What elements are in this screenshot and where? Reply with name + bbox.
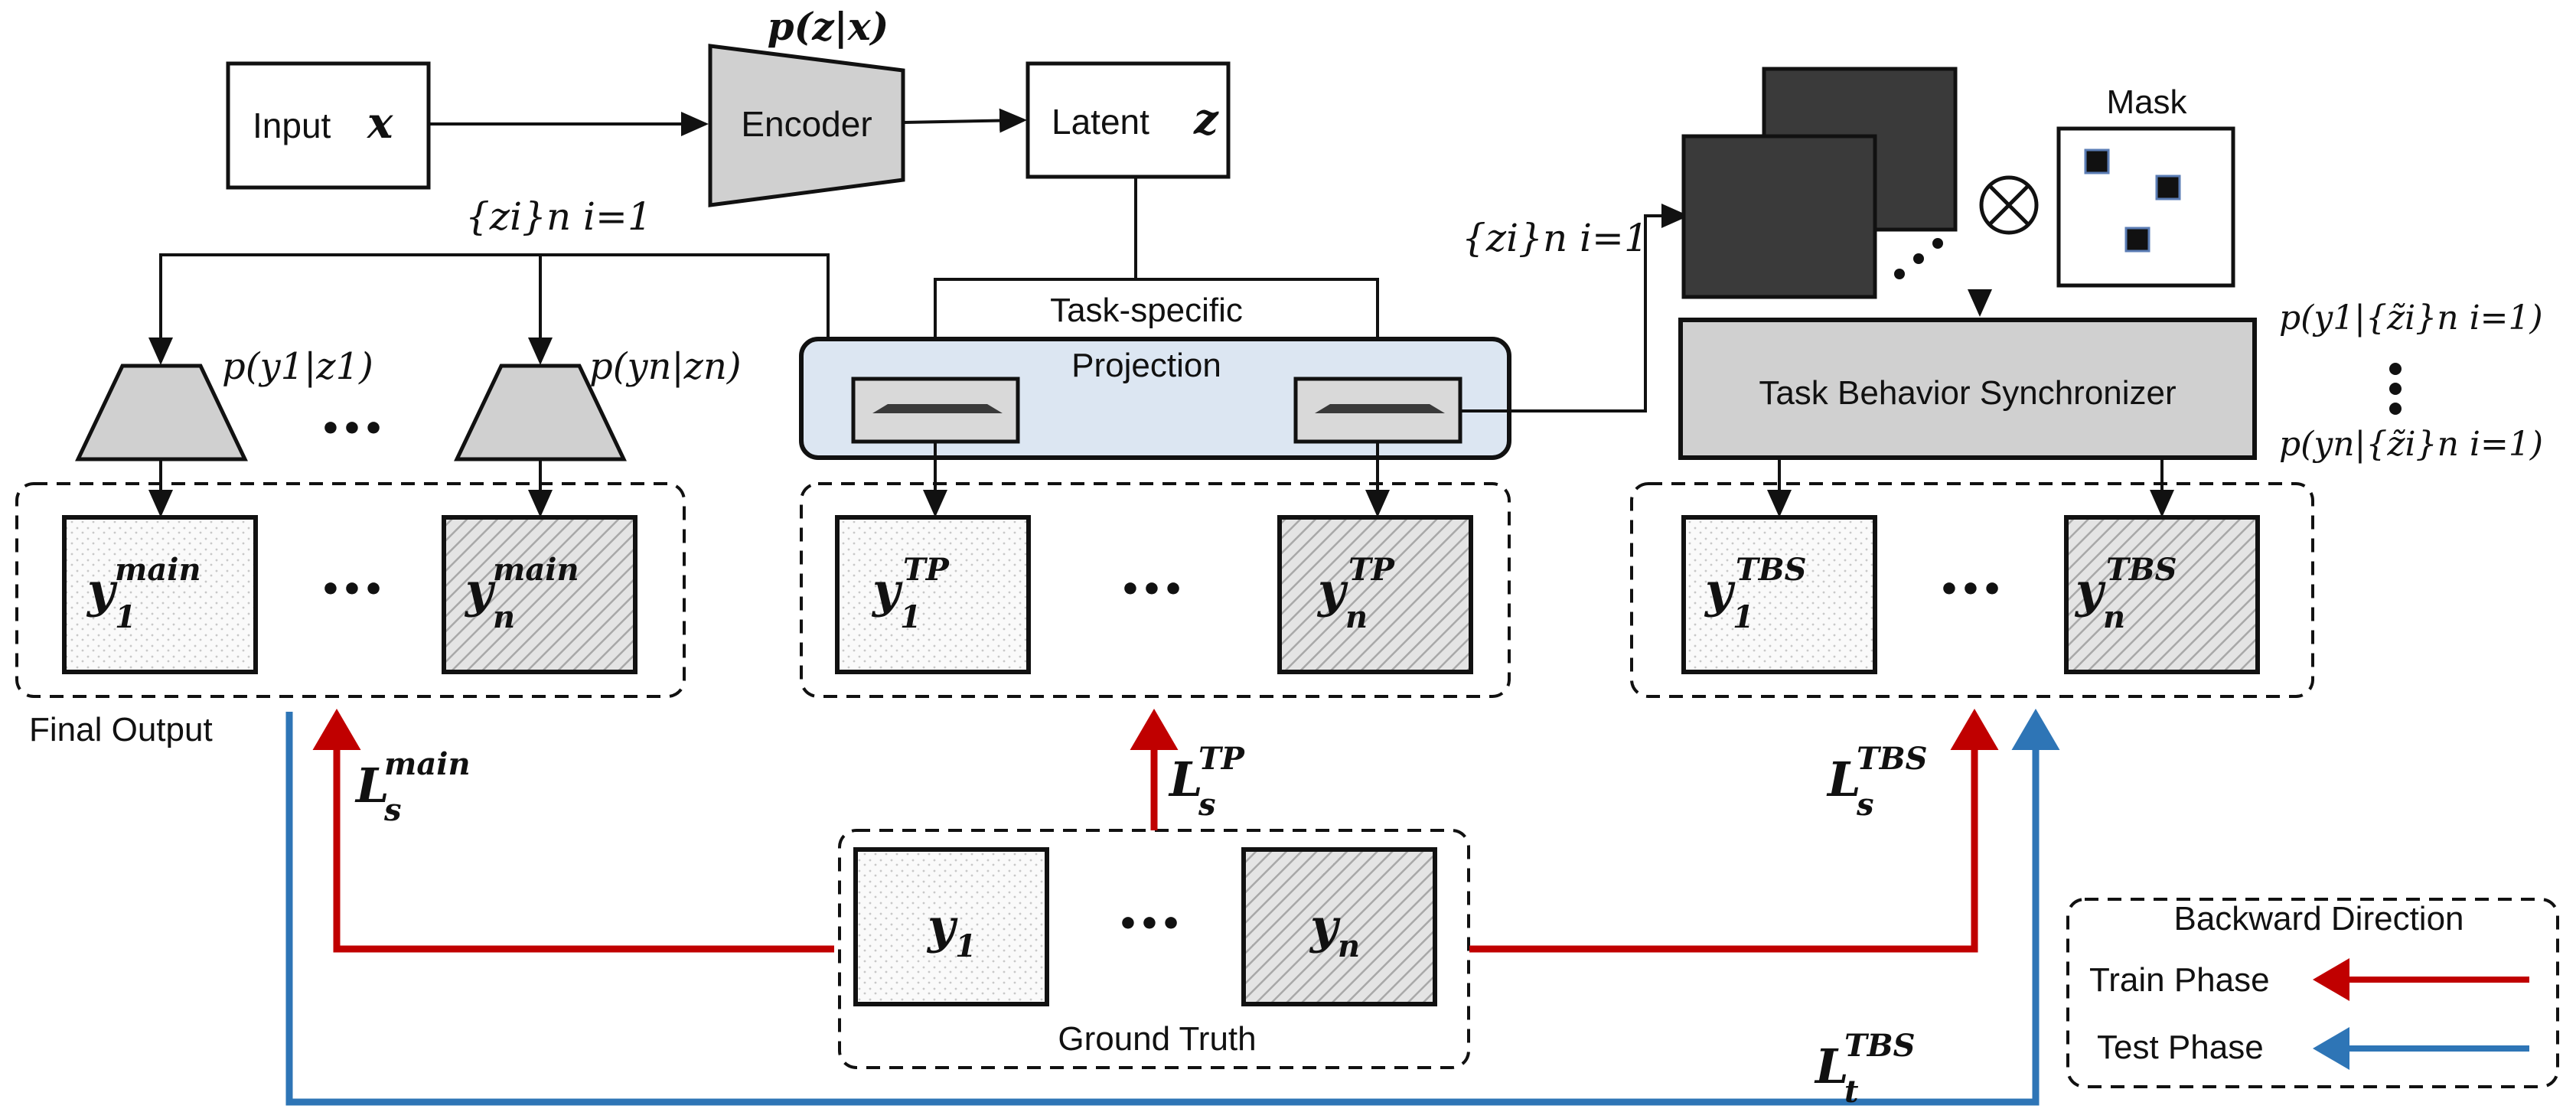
input-node: Input x: [226, 61, 431, 190]
output-tbs-ellipsis: •••: [1939, 570, 2003, 609]
loss-tp-base: L: [1168, 752, 1203, 807]
output-main-1-sup: main: [115, 552, 201, 588]
loss-tbs-train-sub: s: [1856, 787, 1874, 823]
loss-tbs-train-label: L s TBS: [1826, 741, 1927, 823]
ground-truth-1: [853, 847, 1049, 1006]
output-main-n: [442, 515, 637, 674]
final-output-label: Final Output: [29, 711, 213, 748]
legend-test-label: Test Phase: [2097, 1029, 2264, 1066]
encoder-to-latent-arrow: [902, 108, 1027, 133]
output-tbs-n-sup: TBS: [2106, 552, 2177, 588]
output-tp-1-sup: TP: [903, 552, 951, 588]
encoder-node: Encoder: [708, 44, 905, 207]
output-tbs-1-base: y: [1704, 563, 1736, 618]
decoder-head-n: [454, 364, 627, 461]
head-ellipsis: •••: [320, 409, 384, 448]
output-tbs-n: [2064, 515, 2260, 674]
input-label: Input: [253, 106, 331, 145]
output-main-1-sub: 1: [115, 599, 136, 635]
ground-truth-n-sub: n: [1338, 928, 1360, 964]
task-behavior-synchronizer: Task Behavior Synchronizer: [1678, 318, 2257, 460]
output-tp-1: [835, 515, 1031, 674]
loss-main-sup: main: [384, 746, 471, 782]
loss-tbs-test-sub: t: [1844, 1074, 1859, 1110]
output-tbs-1: [1681, 515, 1877, 674]
tbs-distribution-n: p(yn|{z̃i}n i=1): [2279, 425, 2543, 464]
loss-tp-label: L s TP: [1168, 741, 1246, 823]
loss-tbs-train-base: L: [1826, 752, 1861, 807]
projection-feature-n: [1315, 404, 1445, 413]
output-main-ellipsis: •••: [320, 570, 384, 609]
ground-truth-group: y 1 ••• y n: [838, 829, 1470, 1069]
head-1-distribution: p(y1|z1): [222, 345, 373, 388]
tbs-output-group: y 1 TBS ••• y n TBS: [1630, 482, 2314, 698]
output-tp-n: [1277, 515, 1473, 674]
ground-truth-1-base: y: [926, 898, 958, 954]
loss-tbs-test-sup: TBS: [1844, 1028, 1915, 1064]
output-main-1-base: y: [86, 563, 118, 618]
train-arrow-tbs: [1469, 709, 1999, 953]
loss-tbs-train-sup: TBS: [1857, 741, 1927, 777]
loss-tbs-test-label: L t TBS: [1814, 1028, 1915, 1110]
output-main-n-sup: main: [493, 552, 579, 588]
loss-tp-sub: s: [1198, 787, 1216, 823]
output-tbs-n-base: y: [2074, 563, 2106, 618]
latent-set-right: {zi}n i=1: [1462, 216, 1648, 260]
latent-set-to-head-1-arrow: [148, 253, 830, 398]
tbs-label: Task Behavior Synchronizer: [1759, 374, 2176, 412]
ground-truth-n: [1241, 847, 1437, 1006]
projection-to-feature-maps-arrow: [1460, 204, 1689, 413]
output-main-n-base: y: [464, 563, 496, 618]
output-tbs-1-sup: TBS: [1736, 552, 1806, 588]
ground-truth-n-base: y: [1309, 898, 1341, 954]
train-arrow-main: [312, 709, 834, 953]
legend: Backward Direction Train Phase Test Phas…: [2066, 898, 2559, 1088]
output-tp-n-sup: TP: [1348, 552, 1396, 588]
mask-label: Mask: [2106, 83, 2187, 121]
task-specific-projection: [799, 337, 1511, 460]
test-arrow-tbs: [285, 709, 2060, 1106]
output-tbs-1-sub: 1: [1733, 599, 1754, 635]
latent-label: Latent: [1052, 102, 1149, 142]
loss-tp-sup: TP: [1198, 741, 1246, 777]
mask-box: [2056, 126, 2235, 288]
latent-variable: z: [1193, 94, 1219, 145]
head-n-distribution: p(yn|zn): [589, 345, 742, 388]
task-specific-label: Task-specific: [1050, 292, 1243, 329]
output-tp-n-base: y: [1316, 563, 1348, 618]
legend-title: Backward Direction: [2173, 900, 2464, 938]
output-tp-1-base: y: [871, 563, 903, 618]
input-variable: x: [367, 98, 393, 148]
latent-node: Latent z: [1026, 61, 1231, 179]
decoder-head-1: [75, 364, 248, 461]
ground-truth-label: Ground Truth: [1058, 1020, 1256, 1058]
projection-feature-1: [872, 404, 1003, 413]
loss-tbs-test-base: L: [1814, 1039, 1849, 1094]
feature-maps-stack: [1681, 67, 1958, 299]
latent-set-left: {zi}n i=1: [465, 194, 652, 239]
tbs-distribution-1: p(y1|{z̃i}n i=1): [2279, 298, 2543, 338]
ground-truth-ellipsis: •••: [1117, 905, 1182, 944]
ground-truth-1-sub: 1: [955, 928, 977, 964]
tbs-vertical-ellipsis: [2389, 363, 2402, 415]
loss-main-base: L: [354, 758, 390, 814]
output-tp-1-sub: 1: [900, 599, 921, 635]
output-tbs-n-sub: n: [2103, 599, 2125, 635]
legend-train-label: Train Phase: [2089, 961, 2270, 999]
encoder-distribution: p(z|x): [768, 4, 889, 50]
projection-label: Projection: [1071, 347, 1221, 384]
encoder-label: Encoder: [741, 104, 872, 144]
output-main-n-sub: n: [493, 599, 515, 635]
final-output-group: y 1 main ••• y n main: [15, 482, 686, 698]
output-tp-n-sub: n: [1345, 599, 1368, 635]
output-tp-ellipsis: •••: [1120, 570, 1184, 609]
output-main-1: [62, 515, 258, 674]
loss-main-sub: s: [383, 792, 402, 828]
tp-output-group: y 1 TP ••• y n TP: [800, 482, 1511, 698]
loss-main-label: L s main: [354, 746, 471, 828]
latent-to-projection-1-arrow: [923, 177, 1137, 378]
multiply-operator: [1979, 175, 2039, 235]
